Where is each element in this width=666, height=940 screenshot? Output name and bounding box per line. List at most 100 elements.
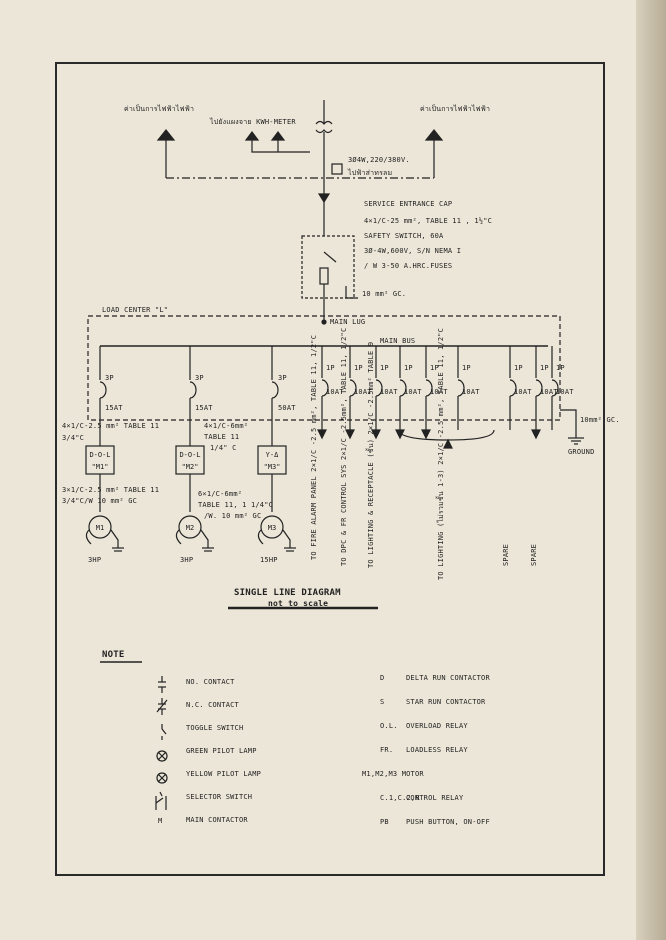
single-breaker-rating: 10AT <box>326 388 344 396</box>
motor-symbol <box>178 515 202 539</box>
single-breaker-rating: 10AT <box>540 388 558 396</box>
single-breaker-rating: 10AT <box>462 388 480 396</box>
single-breaker-rating: 10AT <box>514 388 532 396</box>
service-line-1: SERVICE ENTRANCE CAP <box>364 200 453 208</box>
book-spine <box>636 0 666 940</box>
supply-arrow-right <box>424 129 444 141</box>
breaker-symbol <box>535 379 543 397</box>
starter-type: D-O-L <box>179 451 200 459</box>
single-breaker-rating: 10AT <box>354 388 372 396</box>
circuit-arrow <box>443 438 453 449</box>
breaker-symbol <box>399 379 407 397</box>
note-left-item: MAIN CONTACTOR <box>186 816 248 824</box>
meter-arrow-2 <box>270 131 286 141</box>
circuit-arrow <box>531 429 541 440</box>
circuit-label-spare-1: SPARE <box>502 543 510 566</box>
m3-poles: 3P <box>278 374 287 382</box>
starter-tag: "M2" <box>182 463 199 471</box>
single-breaker-poles: 1P <box>430 364 439 372</box>
breaker-symbol <box>457 379 465 397</box>
m1-poles: 3P <box>105 374 114 382</box>
diagram-title: SINGLE LINE DIAGRAM <box>234 588 341 598</box>
note-right-item: CONTROL RELAY <box>406 794 464 802</box>
motor-name: M2 <box>186 524 194 532</box>
single-breaker-rating: 10AT <box>380 388 398 396</box>
m2-poles: 3P <box>195 374 204 382</box>
note-right-item: OVERLOAD RELAY <box>406 722 468 730</box>
single-breaker-poles: 1P <box>326 364 335 372</box>
label-supply-2: ไปฟ้าส่าทรลม <box>348 169 393 177</box>
single-breaker-poles: 1P <box>404 364 413 372</box>
ground-size: 10mm² GC. <box>580 416 620 424</box>
label-ground-top: 10 mm² GC. <box>362 290 407 298</box>
motor-lead <box>85 529 92 545</box>
ground-lead <box>560 409 577 438</box>
note-abbrev: PB <box>380 818 389 826</box>
motor-ground <box>200 529 209 548</box>
m2-hp: 3HP <box>180 556 194 564</box>
note-left-item: GREEN PILOT LAMP <box>186 747 257 755</box>
starter-type: Y-Δ <box>266 451 279 459</box>
single-breaker-poles: 1P <box>540 364 549 372</box>
service-line-3: SAFETY SWITCH, 60A <box>364 232 444 240</box>
service-line-5: / W 3-50 A.HRC.FUSES <box>364 262 453 270</box>
breaker-symbol <box>189 381 197 399</box>
label-supply-1: 3Ø4W,220/380V. <box>348 156 410 164</box>
top-ground-lead <box>345 286 358 299</box>
breaker-symbol <box>425 379 433 397</box>
note-left-item: NO. CONTACT <box>186 678 235 686</box>
m1-out-1: 3×1/C-2.5 mm² TABLE 11 <box>62 486 160 494</box>
circuit-arrow <box>395 429 405 440</box>
label-main-lug: MAIN LUG <box>330 318 366 326</box>
circuit-label-lighting-1: TO LIGHTING & RECEPTACLE (ชั้น) 2×1/C -2… <box>367 341 375 568</box>
safety-switch-box <box>301 235 355 299</box>
circuit-arrow <box>421 429 431 440</box>
label-load-center: LOAD CENTER "L" <box>102 306 169 314</box>
label-meter: ไปยังแผงจาย KWH-METER <box>210 118 296 126</box>
note-right-item: M1,M2,M3 MOTOR <box>362 770 424 778</box>
note-symbol: M <box>158 817 163 825</box>
load-center-box <box>87 315 561 421</box>
note-abbrev: C.1,C.2,R <box>380 794 420 802</box>
m3-hp: 15HP <box>260 556 278 564</box>
circuit-label-fire-alarm: TO FIRE ALARM PANEL 2×1/C -2.5 mm², TABL… <box>310 334 318 560</box>
service-line-2: 4×1/C-25 mm², TABLE 11 , 1½"C <box>364 217 493 225</box>
starter-tag: "M3" <box>264 463 281 471</box>
m1-hp: 3HP <box>88 556 102 564</box>
note-abbrev: FR. <box>380 746 394 754</box>
m2-feed-1: 4×1/C-6mm² <box>204 422 249 430</box>
m2-feed-2: TABLE 11 <box>204 433 240 441</box>
m1-rating: 15AT <box>105 404 123 412</box>
meter-arrow-1 <box>244 131 260 141</box>
m2-feed-3: 1/4" C <box>210 444 237 452</box>
single-breaker-poles: 1P <box>380 364 389 372</box>
breaker-symbol <box>271 381 279 399</box>
note-abbrev: O.L. <box>380 722 398 730</box>
single-breaker-poles: 1P <box>514 364 523 372</box>
m2-out-3: /W. 10 mm² GC <box>204 512 262 520</box>
m2-out-1: 6×1/C-6mm² <box>198 490 243 498</box>
meter-feed <box>251 140 310 153</box>
circuit-arrow <box>317 429 327 440</box>
service-line-4: 3Ø-4W,600V, S/N NEMA I <box>364 247 462 255</box>
note-left-item: SELECTOR SWITCH <box>186 793 253 801</box>
meter-box <box>331 163 343 175</box>
motor-ground <box>110 529 119 548</box>
label-supply-right: ค่าเป็นการไฟฟ้าไฟฟ้า <box>420 105 491 113</box>
switch-blade <box>323 251 337 263</box>
starter-tag: "M1" <box>92 463 109 471</box>
label-supply-left: ค่าเป็นการไฟฟ้าไฟฟ้า <box>124 105 195 113</box>
note-left-item: N.C. CONTACT <box>186 701 239 709</box>
m1-feed-2: 3/4"C <box>62 434 85 442</box>
circuit-label-spare-2: SPARE <box>530 543 538 566</box>
note-left-item: TOGGLE SWITCH <box>186 724 244 732</box>
motor-symbol <box>88 515 112 539</box>
m3-rating: 50AT <box>278 404 296 412</box>
circuit-arrow <box>345 429 355 440</box>
motor-lead <box>257 529 264 545</box>
circuit-label-lighting-2: TO LIGHTING (ไม่รวมชั้น 1-3) 2×1/C -2.5 … <box>437 327 445 580</box>
ground-label: GROUND <box>568 448 595 456</box>
single-breaker-rating: 10AT <box>430 388 448 396</box>
